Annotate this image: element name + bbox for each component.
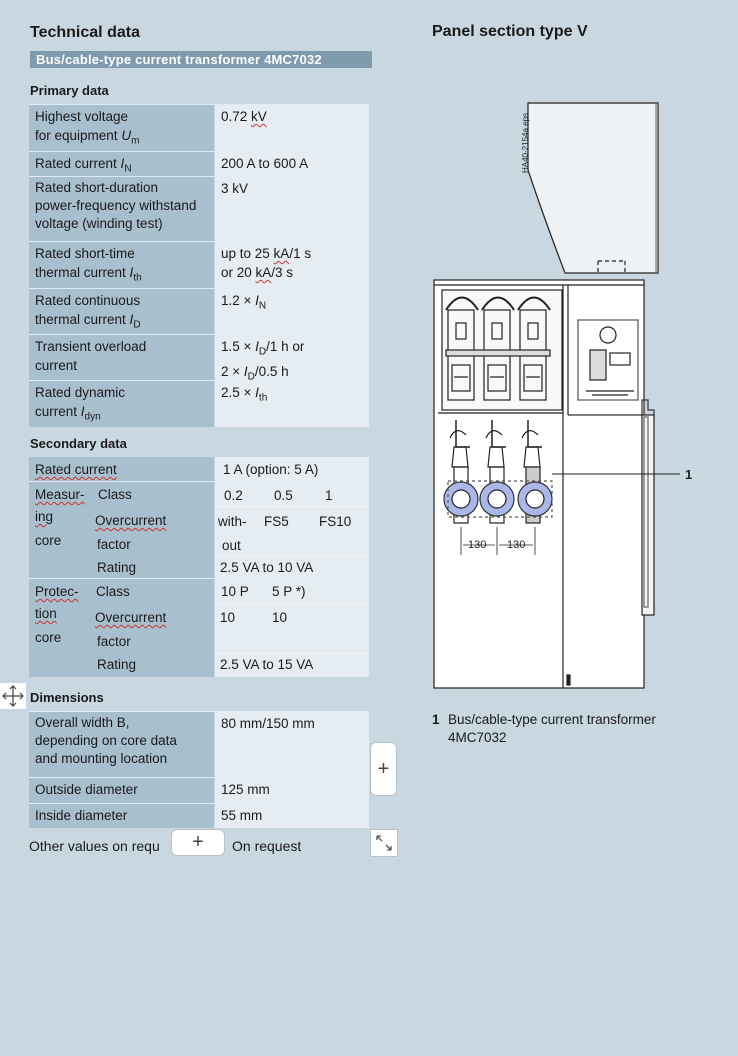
resize-handle[interactable] (370, 829, 398, 857)
overcurrent-label: Overcurrent (95, 513, 167, 528)
measuring-core-label: ing (35, 509, 54, 524)
rating-label: Rating (97, 657, 137, 672)
protection-core-label: Protec- (35, 584, 79, 599)
plus-icon: + (192, 831, 204, 853)
protection-core-label: core (35, 630, 62, 645)
drawing-title: Panel section type V (432, 23, 588, 40)
subtitle-bar: Bus/cable-type current transformer 4MC70… (30, 51, 372, 68)
table-row: Inside diameter 55 mm (29, 803, 369, 828)
overcurrent-value: 10 (220, 610, 236, 625)
value-cell: 55 mm (215, 804, 369, 828)
rated-current-value: 1 A (option: 5 A) (223, 462, 319, 477)
overcurrent-value: 10 (272, 610, 288, 625)
class-label: Class (96, 584, 130, 599)
dimension-b: 130 (507, 539, 525, 551)
class-value: 5 P *) (272, 584, 306, 599)
value-cell: 200 A to 600 A (215, 152, 369, 176)
dimensions-heading: Dimensions (30, 690, 104, 705)
move-icon[interactable] (0, 683, 26, 709)
plus-icon: + (377, 757, 390, 780)
class-value: 1 (325, 488, 333, 503)
measuring-core-label: Measur- (35, 487, 85, 502)
label-cell: Inside diameter (29, 804, 214, 828)
overcurrent-value: FS5 (264, 514, 289, 529)
resize-icon (376, 835, 392, 851)
add-row-button[interactable]: + (171, 829, 225, 856)
rated-current-label: Rated current (35, 462, 117, 477)
dimension-a: 130 (468, 539, 486, 551)
panel-section-drawing: 130 130 1 HA40-2154a eps (433, 102, 692, 689)
label-cell: Outside diameter (29, 778, 214, 803)
value-cell: 0.72 kV (215, 105, 369, 151)
footer-note-right: On request (232, 838, 302, 854)
value-cell: 3 kV (215, 177, 369, 241)
legend-line2: 4MC7032 (448, 730, 507, 745)
rating-value: 2.5 VA to 10 VA (220, 560, 314, 575)
value-cell: 80 mm/150 mm (215, 712, 369, 777)
class-value: 10 P (221, 584, 249, 599)
overcurrent-label: Overcurrent (95, 610, 167, 625)
secondary-table: Rated current 1 A (option: 5 A) Measur- … (29, 457, 369, 677)
secondary-heading: Secondary data (30, 436, 127, 451)
footer-note-left: Other values on requ (29, 838, 160, 854)
drawing-file-label: HA40-2154a eps (521, 113, 530, 173)
factor-label: factor (97, 537, 131, 552)
overcurrent-value: FS10 (319, 514, 352, 529)
overcurrent-value: out (222, 538, 241, 553)
class-value: 0.2 (224, 488, 243, 503)
legend-line1: Bus/cable-type current transformer (448, 712, 656, 727)
overcurrent-value: with- (218, 514, 247, 529)
rating-label: Rating (97, 560, 137, 575)
primary-heading: Primary data (30, 83, 109, 98)
value-cell: 125 mm (215, 778, 369, 803)
label-cell: Rated current IN (29, 152, 214, 176)
callout-number: 1 (685, 467, 692, 482)
add-column-button[interactable]: + (370, 742, 397, 796)
rating-value: 2.5 VA to 15 VA (220, 657, 314, 672)
measuring-core-label: core (35, 533, 62, 548)
factor-label: factor (97, 634, 131, 649)
value-cell: 1.2 × IN (215, 289, 369, 334)
class-value: 0.5 (274, 488, 293, 503)
class-label: Class (98, 487, 132, 502)
value-cell: 2.5 × Ith (215, 381, 369, 427)
page-title: Technical data (30, 24, 140, 41)
move-icon-glyph (2, 685, 24, 707)
legend: 1 Bus/cable-type current transformer 4MC7… (432, 711, 656, 747)
protection-core-label: tion (35, 606, 57, 621)
legend-number: 1 (432, 712, 440, 727)
table-row: Rated current IN 200 A to 600 A (29, 151, 369, 176)
table-row: Outside diameter 125 mm (29, 777, 369, 803)
